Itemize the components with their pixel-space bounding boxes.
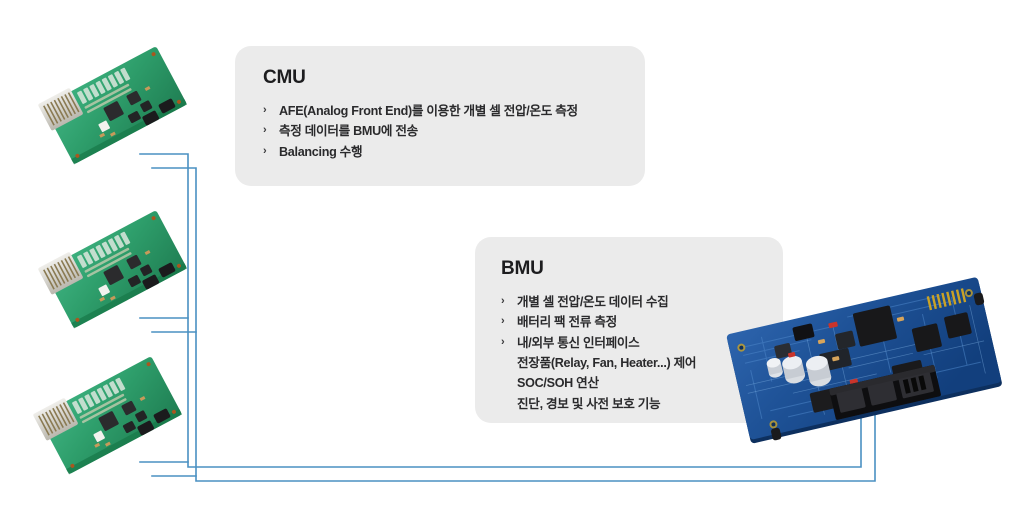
chevron-right-icon: › [501, 294, 505, 307]
cmu-bullet-text-1: AFE(Analog Front End)를 이용한 개별 셀 전압/온도 측정 [279, 103, 578, 118]
cmu-bullet-text-2: 측정 데이터를 BMU에 전송 [279, 124, 418, 139]
cmu-board-2 [32, 196, 202, 354]
cmu-bullet-text-3: Balancing 수행 [279, 144, 363, 159]
cmu-panel-title: CMU [263, 67, 306, 88]
bmu-bullet-item-1: › 개별 셀 전압/온도 데이터 수집 [501, 292, 763, 312]
bmu-bullet-text-3: 내/외부 통신 인터페이스 [517, 335, 640, 350]
cmu-info-panel: CMU › AFE(Analog Front End)를 이용한 개별 셀 전압… [235, 46, 645, 186]
bmu-bullet-list: › 개별 셀 전압/온도 데이터 수집 › 배터리 팩 전류 측정 › 내/외부… [501, 292, 763, 353]
cmu-board-3 [27, 342, 197, 500]
bmu-sub-text-2: SOC/SOH 연산 [517, 376, 599, 391]
chevron-right-icon: › [263, 103, 267, 116]
cmu-bullet-item-3: › Balancing 수행 [263, 142, 619, 162]
bmu-sub-text-1: 전장품(Relay, Fan, Heater...) 제어 [517, 356, 697, 371]
bmu-bullet-text-1: 개별 셀 전압/온도 데이터 수집 [517, 294, 669, 309]
bmu-info-panel: BMU › 개별 셀 전압/온도 데이터 수집 › 배터리 팩 전류 측정 › … [475, 237, 783, 423]
chevron-right-icon: › [263, 144, 267, 157]
cmu-bullet-item-1: › AFE(Analog Front End)를 이용한 개별 셀 전압/온도 … [263, 101, 619, 121]
bmu-bullet-item-3: › 내/외부 통신 인터페이스 [501, 333, 763, 353]
bmu-panel-title: BMU [501, 258, 544, 279]
bmu-sub-text-3: 진단, 경보 및 사전 보호 기능 [517, 396, 661, 411]
chevron-right-icon: › [501, 315, 505, 328]
bmu-bullet-text-2: 배터리 팩 전류 측정 [517, 315, 617, 330]
cmu-bullet-list: › AFE(Analog Front End)를 이용한 개별 셀 전압/온도 … [263, 101, 619, 162]
bmu-bullet-item-2: › 배터리 팩 전류 측정 [501, 312, 763, 332]
cmu-bullet-item-2: › 측정 데이터를 BMU에 전송 [263, 121, 619, 141]
cmu-board-1 [32, 32, 202, 190]
chevron-right-icon: › [263, 124, 267, 137]
bmu-board [718, 268, 1014, 458]
chevron-right-icon: › [501, 335, 505, 348]
